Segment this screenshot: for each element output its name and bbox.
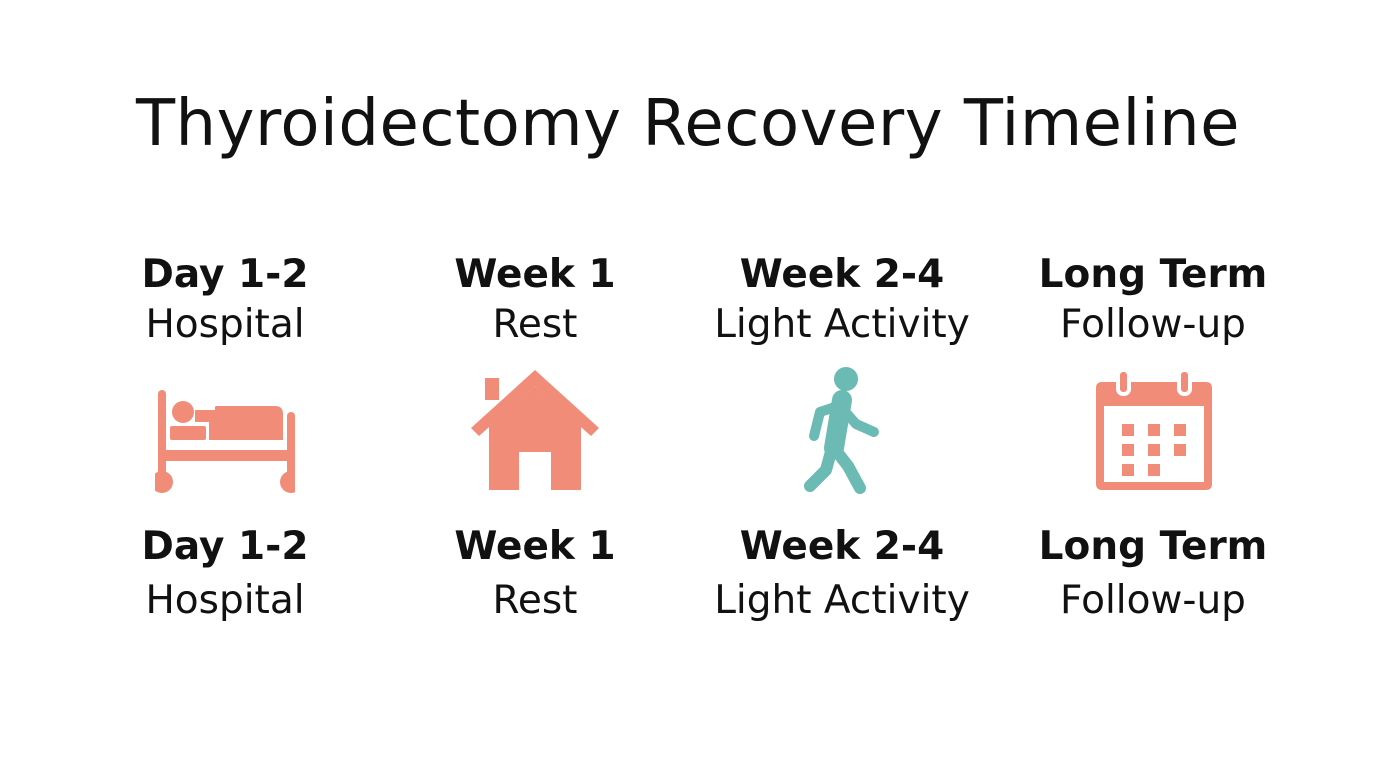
stage-label-top-long-term: Long Term Follow-up <box>983 250 1323 350</box>
stage-label-top-day-1-2: Day 1-2 Hospital <box>55 250 395 350</box>
stage-subtitle: Follow-up <box>1060 302 1246 347</box>
stage-subtitle: Hospital <box>145 578 305 623</box>
stage-label-bottom-long-term: Long Term Follow-up <box>983 522 1323 626</box>
stage-label-bottom-week-1: Week 1 Rest <box>365 522 705 626</box>
walking-person-icon <box>772 362 912 502</box>
stage-heading: Day 1-2 <box>141 524 309 569</box>
stage-subtitle: Light Activity <box>714 302 970 347</box>
stage-label-top-week-2-4: Week 2-4 Light Activity <box>672 250 1012 350</box>
stage-label-top-week-1: Week 1 Rest <box>365 250 705 350</box>
stage-subtitle: Rest <box>492 302 578 347</box>
stage-heading: Day 1-2 <box>141 252 309 297</box>
home-icon <box>465 362 605 502</box>
stage-subtitle: Light Activity <box>714 578 970 623</box>
stage-heading: Week 2-4 <box>739 252 945 297</box>
stage-heading: Week 1 <box>454 524 616 569</box>
calendar-icon <box>1084 362 1224 502</box>
stage-subtitle: Follow-up <box>1060 578 1246 623</box>
stage-subtitle: Rest <box>492 578 578 623</box>
stage-subtitle: Hospital <box>145 302 305 347</box>
stage-label-bottom-week-2-4: Week 2-4 Light Activity <box>672 522 1012 626</box>
stage-heading: Long Term <box>1038 524 1268 569</box>
stage-heading: Week 1 <box>454 252 616 297</box>
page-title: Thyroidectomy Recovery Timeline <box>135 87 1241 161</box>
hospital-bed-icon <box>155 362 295 502</box>
stage-label-bottom-day-1-2: Day 1-2 Hospital <box>55 522 395 626</box>
stage-heading: Week 2-4 <box>739 524 945 569</box>
stage-heading: Long Term <box>1038 252 1268 297</box>
